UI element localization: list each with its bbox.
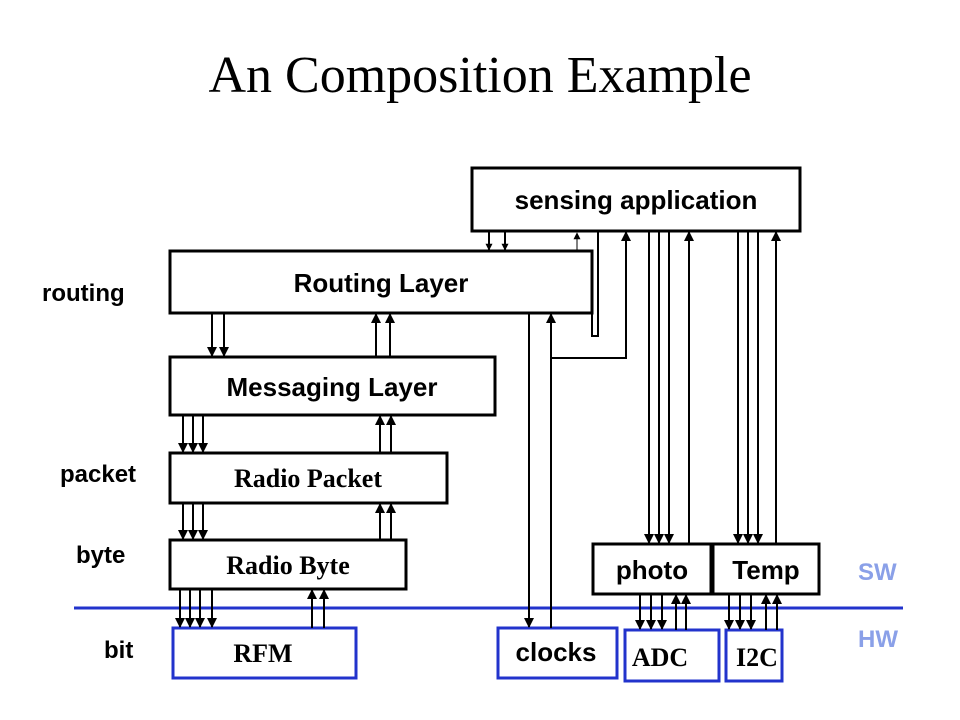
adc-label: ADC — [632, 643, 688, 672]
temp-label: Temp — [732, 555, 799, 585]
slide-title: An Composition Example — [208, 47, 751, 104]
sw-label: SW — [858, 559, 897, 586]
sensing-application-label: sensing application — [515, 185, 758, 215]
radio-packet-label: Radio Packet — [234, 464, 382, 493]
i2c-box: I2C — [724, 628, 784, 683]
routing-level-label: routing — [42, 280, 125, 307]
i2c-label: I2C — [736, 643, 778, 672]
clocks-label: clocks — [516, 637, 597, 667]
photo-label: photo — [616, 555, 688, 585]
photo-box: photo — [591, 542, 713, 596]
radio-byte-box: Radio Byte — [168, 538, 408, 591]
sensing-application-box: sensing application — [470, 166, 802, 233]
adc-box: ADC — [623, 628, 721, 683]
packet-level-label: packet — [60, 461, 136, 488]
clocks-box: clocks — [496, 626, 619, 680]
routing-layer-box: Routing Layer — [168, 249, 594, 315]
connector-clocks-to-app — [551, 231, 631, 359]
temp-box: Temp — [711, 542, 821, 596]
radio-byte-label: Radio Byte — [226, 551, 350, 580]
byte-level-label: byte — [76, 542, 125, 569]
rfm-label: RFM — [233, 639, 292, 668]
rfm-box: RFM — [171, 626, 358, 680]
hw-label: HW — [858, 626, 898, 653]
messaging-layer-box: Messaging Layer — [168, 355, 497, 417]
bit-level-label: bit — [104, 637, 133, 664]
messaging-layer-label: Messaging Layer — [227, 372, 438, 402]
routing-layer-label: Routing Layer — [294, 268, 469, 298]
radio-packet-box: Radio Packet — [168, 451, 449, 505]
